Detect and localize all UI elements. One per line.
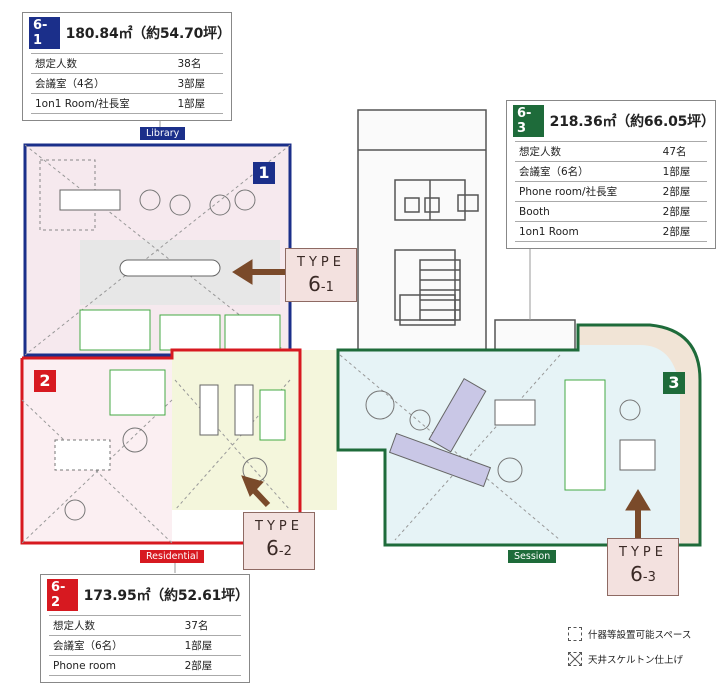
type-number: 6 bbox=[630, 562, 643, 586]
table-row: 会議室（4名）3部屋 bbox=[31, 73, 223, 94]
row-value: 38名 bbox=[173, 53, 223, 74]
type-suffix: -3 bbox=[642, 570, 656, 585]
row-value: 37名 bbox=[180, 615, 241, 636]
row-label: Phone room/社長室 bbox=[515, 181, 659, 202]
row-label: 1on1 Room bbox=[515, 221, 659, 242]
row-label: 想定人数 bbox=[31, 53, 174, 74]
type-6-1-label: TYPE 6-1 bbox=[285, 248, 357, 302]
row-value: 1部屋 bbox=[180, 635, 241, 656]
residential-tag: Residential bbox=[140, 550, 205, 563]
row-label: 会議室（6名） bbox=[515, 161, 659, 182]
type-suffix: -2 bbox=[278, 544, 292, 559]
legend-skeleton-text: 天井スケルトン仕上げ bbox=[588, 655, 684, 666]
zone-id-badge: 6-3 bbox=[513, 105, 544, 137]
zone-2-area bbox=[20, 348, 337, 545]
area-text: 180.84㎡（約54.70坪） bbox=[65, 26, 231, 42]
type-word: TYPE bbox=[619, 545, 667, 560]
row-value: 3部屋 bbox=[173, 73, 223, 94]
area-text: 173.95㎡（約52.61坪） bbox=[83, 588, 249, 604]
row-value: 1部屋 bbox=[173, 93, 223, 114]
zone-1-number: 1 bbox=[253, 162, 275, 184]
table-row: 会議室（6名）1部屋 bbox=[49, 635, 241, 656]
type-word: TYPE bbox=[255, 519, 303, 534]
legend-skeleton: 天井スケルトン仕上げ bbox=[568, 652, 683, 666]
zone-3-number: 3 bbox=[663, 372, 685, 394]
row-value: 2部屋 bbox=[658, 221, 707, 242]
type-6-2-label: TYPE 6-2 bbox=[243, 512, 315, 570]
crossed-box-icon bbox=[568, 652, 582, 666]
area-text: 218.36㎡（約66.05坪） bbox=[549, 114, 715, 130]
type-number: 6 bbox=[308, 272, 321, 296]
type-word: TYPE bbox=[297, 255, 345, 270]
row-value: 2部屋 bbox=[658, 201, 707, 222]
row-label: 1on1 Room/社長室 bbox=[31, 93, 174, 114]
row-label: 会議室（4名） bbox=[31, 73, 174, 94]
legend-furniture: 什器等設置可能スペース bbox=[568, 627, 691, 641]
building-core bbox=[357, 109, 576, 356]
row-label: Phone room bbox=[49, 655, 181, 676]
row-value: 1部屋 bbox=[658, 161, 707, 182]
library-tag: Library bbox=[140, 127, 186, 140]
session-tag: Session bbox=[508, 550, 557, 563]
zone-2-number: 2 bbox=[34, 370, 56, 392]
row-label: 想定人数 bbox=[515, 141, 659, 162]
row-label: 想定人数 bbox=[49, 615, 181, 636]
legend-furniture-text: 什器等設置可能スペース bbox=[588, 630, 692, 641]
type-suffix: -1 bbox=[320, 280, 334, 295]
zone-1-area bbox=[23, 143, 292, 357]
row-label: 会議室（6名） bbox=[49, 635, 181, 656]
type-6-3-label: TYPE 6-3 bbox=[607, 538, 679, 596]
zone-3-area bbox=[336, 323, 702, 547]
type-number: 6 bbox=[266, 536, 279, 560]
row-value: 47名 bbox=[658, 141, 707, 162]
row-value: 2部屋 bbox=[180, 655, 241, 676]
type-arrows bbox=[232, 259, 651, 540]
zone-id-badge: 6-1 bbox=[29, 17, 60, 49]
row-value: 2部屋 bbox=[658, 181, 707, 202]
table-row: 会議室（6名）1部屋 bbox=[515, 161, 707, 182]
dashed-box-icon bbox=[568, 627, 582, 641]
row-label: Booth bbox=[515, 201, 659, 222]
zone-id-badge: 6-2 bbox=[47, 579, 78, 611]
